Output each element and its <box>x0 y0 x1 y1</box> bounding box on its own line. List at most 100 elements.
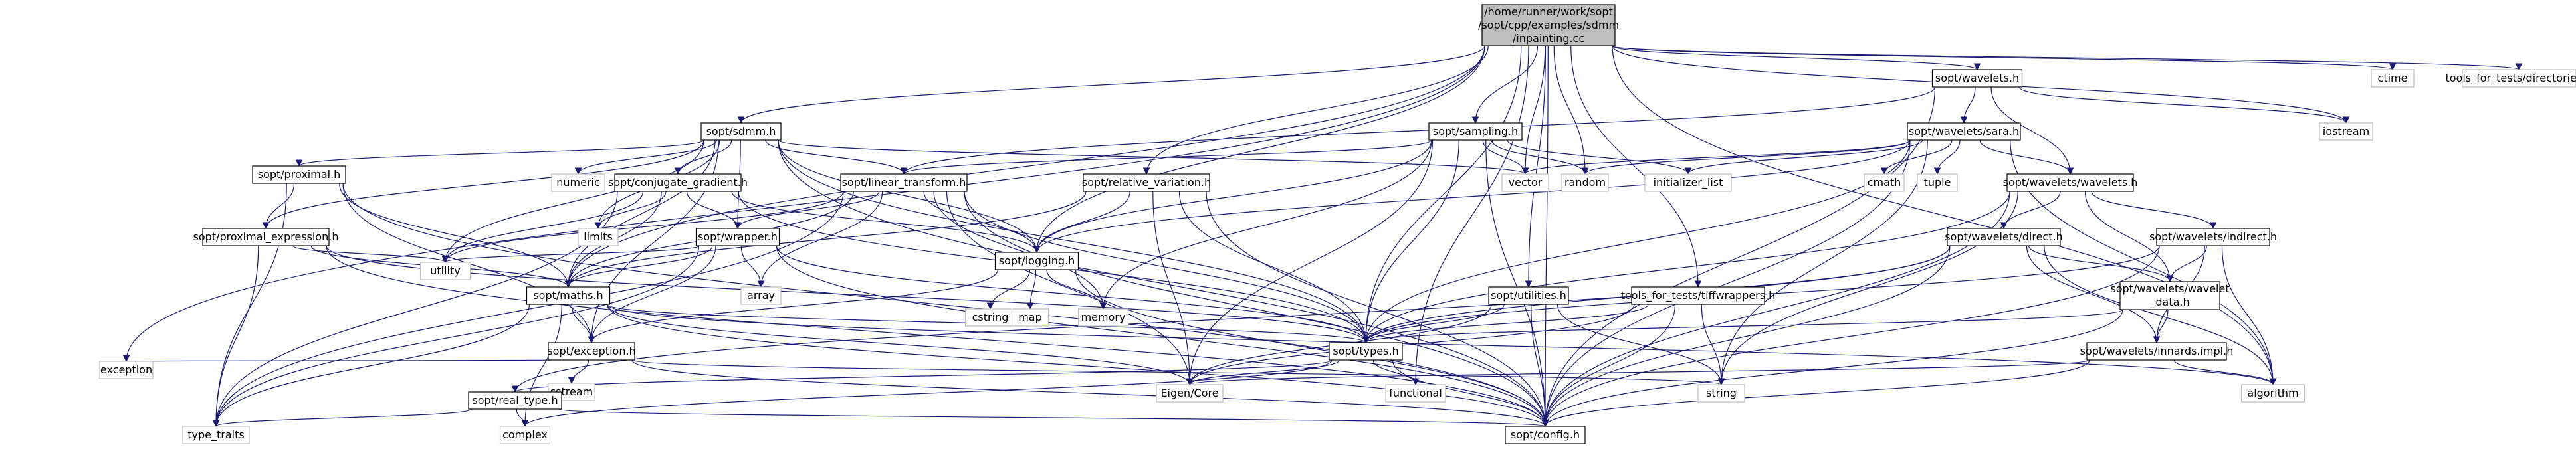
edge-sara-to-config <box>1541 139 1911 428</box>
edge-proximal-to-config <box>342 183 1549 428</box>
node-wrapper[interactable]: sopt/wrapper.h <box>695 228 780 246</box>
node-relvar[interactable]: sopt/relative_variation.h <box>1082 173 1211 192</box>
node-box <box>526 286 611 305</box>
node-box <box>2462 69 2576 88</box>
edge-relvar-to-logging <box>1033 191 1130 254</box>
edge-proximal-to-typetraits <box>212 183 287 428</box>
edge-maths-to-typetraits <box>212 304 530 428</box>
edge-types-to-complex <box>521 359 1333 428</box>
edge-root-to-wavelets <box>1612 45 1981 71</box>
node-vector: vector <box>1501 173 1549 192</box>
edge-sara-to-cmath <box>1880 139 1953 175</box>
edge-sampling-to-types <box>1362 139 1459 344</box>
edge-proxexpr-to-typetraits <box>212 245 259 428</box>
node-box <box>1644 173 1732 192</box>
node-logging[interactable]: sopt/logging.h <box>994 252 1079 270</box>
node-box <box>468 391 562 410</box>
edge-lintrans-to-utility <box>441 191 844 264</box>
node-realtype[interactable]: sopt/real_type.h <box>468 391 562 410</box>
node-box <box>1329 342 1403 361</box>
node-box <box>1697 384 1745 403</box>
node-label: /sopt/cpp/examples/sdmm <box>1478 19 1619 31</box>
node-tiff[interactable]: tools_for_tests/tiffwrappers.h <box>1621 286 1776 305</box>
edge-wrapper-to-typetraits <box>212 245 700 428</box>
node-box <box>2371 69 2415 88</box>
edge-sampling-to-eigen <box>1186 139 1434 386</box>
edge-logging-to-map <box>1026 269 1037 310</box>
node-label: sopt/wavelets/innards.impl.h <box>2080 345 2234 357</box>
node-label: sopt/wrapper.h <box>698 230 778 243</box>
edge-logging-to-exception <box>588 269 999 344</box>
node-label: /home/runner/work/sopt <box>1484 5 1613 18</box>
node-utilities[interactable]: sopt/utilities.h <box>1488 286 1569 305</box>
node-initlist: initializer_list <box>1644 173 1732 192</box>
node-label: sopt/relative_variation.h <box>1082 176 1211 189</box>
node-sdmm[interactable]: sopt/sdmm.h <box>700 122 782 141</box>
edge-root-to-sampling <box>1471 45 1539 124</box>
edge-wavwav-to-direct <box>2000 191 2061 230</box>
node-box <box>1917 173 1958 192</box>
node-label: tuple <box>1924 176 1951 189</box>
node-string: string <box>1697 384 1745 403</box>
edge-sara-to-types <box>1362 139 1911 344</box>
edge-direct-to-algorithm <box>2044 245 2277 386</box>
edge-wavdata-to-types <box>1362 309 2123 344</box>
node-exception[interactable]: sopt/exception.h <box>547 342 636 361</box>
node-label: sopt/maths.h <box>533 289 603 302</box>
node-conjgrad[interactable]: sopt/conjugate_gradient.h <box>608 173 748 192</box>
edge-sampling-to-memory <box>1099 139 1432 310</box>
node-label: sopt/wavelets.h <box>1935 72 2019 84</box>
node-wavelets[interactable]: sopt/wavelets.h <box>1931 69 2023 88</box>
node-label: sopt/types.h <box>1333 345 1398 357</box>
node-box <box>1481 4 1616 46</box>
node-box <box>548 342 635 361</box>
edge-wrapper-to-types <box>776 245 1370 344</box>
edge-sdmm-to-maths <box>564 139 716 288</box>
edge-wavelets-to-wavwav <box>1990 86 2074 175</box>
node-label: array <box>747 289 775 302</box>
edge-tiff-to-eigen <box>1186 304 1635 386</box>
edge-sdmm-to-utility <box>441 139 704 264</box>
node-config[interactable]: sopt/config.h <box>1505 426 1586 444</box>
node-lintrans[interactable]: sopt/linear_transform.h <box>840 173 968 192</box>
node-label: algorithm <box>2247 387 2298 399</box>
node-sampling[interactable]: sopt/sampling.h <box>1428 122 1523 141</box>
edge-wrapper-to-maths <box>564 245 713 288</box>
edge-root-to-dirs <box>1612 45 2522 71</box>
node-sara[interactable]: sopt/wavelets/sara.h <box>1907 122 2021 141</box>
edge-sdmm-to-proxexpr <box>262 139 704 230</box>
edge-root-to-sdmm <box>737 45 1485 124</box>
node-maths[interactable]: sopt/maths.h <box>526 286 611 305</box>
node-indirect[interactable]: sopt/wavelets/indirect.h <box>2149 228 2277 246</box>
node-box <box>551 173 605 192</box>
node-wavwav[interactable]: sopt/wavelets/wavelets.h <box>2003 173 2138 192</box>
node-proxexpr[interactable]: sopt/proximal_expression.h <box>193 228 339 246</box>
node-root[interactable]: /home/runner/work/sopt/sopt/cpp/examples… <box>1478 4 1619 46</box>
edge-sampling-to-random <box>1491 139 1589 175</box>
edge-indirect-to-config <box>1541 245 2160 428</box>
edge-lintrans-to-wrapper <box>734 191 880 230</box>
node-wavdata[interactable]: sopt/wavelets/wavelet_data.h <box>2110 281 2230 310</box>
edge-lintrans-to-array <box>757 191 883 288</box>
node-label: sopt/logging.h <box>999 254 1075 267</box>
edge-lintrans-to-logging <box>923 191 1041 254</box>
node-box <box>700 122 782 141</box>
edge-realtype-to-complex <box>516 408 529 428</box>
node-box <box>1864 173 1905 192</box>
node-cstring: cstring <box>964 308 1016 327</box>
node-layer: /home/runner/work/sopt/sopt/cpp/examples… <box>99 4 2576 444</box>
node-direct[interactable]: sopt/wavelets/direct.h <box>1945 228 2063 246</box>
node-cmath: cmath <box>1864 173 1905 192</box>
node-innards[interactable]: sopt/wavelets/innards.impl.h <box>2080 342 2234 361</box>
edge-wrapper-to-array <box>740 245 765 288</box>
edge-lintrans-to-eigen <box>946 191 1194 386</box>
node-label: sopt/wavelets/wavelets.h <box>2003 176 2138 189</box>
node-label: sopt/config.h <box>1511 428 1580 441</box>
node-proximal[interactable]: sopt/proximal.h <box>252 165 346 184</box>
node-box <box>2086 342 2227 361</box>
node-box <box>964 308 1016 327</box>
node-label: sopt/sdmm.h <box>706 125 776 137</box>
edge-maths-to-config <box>606 304 1549 428</box>
node-types[interactable]: sopt/types.h <box>1329 342 1403 361</box>
